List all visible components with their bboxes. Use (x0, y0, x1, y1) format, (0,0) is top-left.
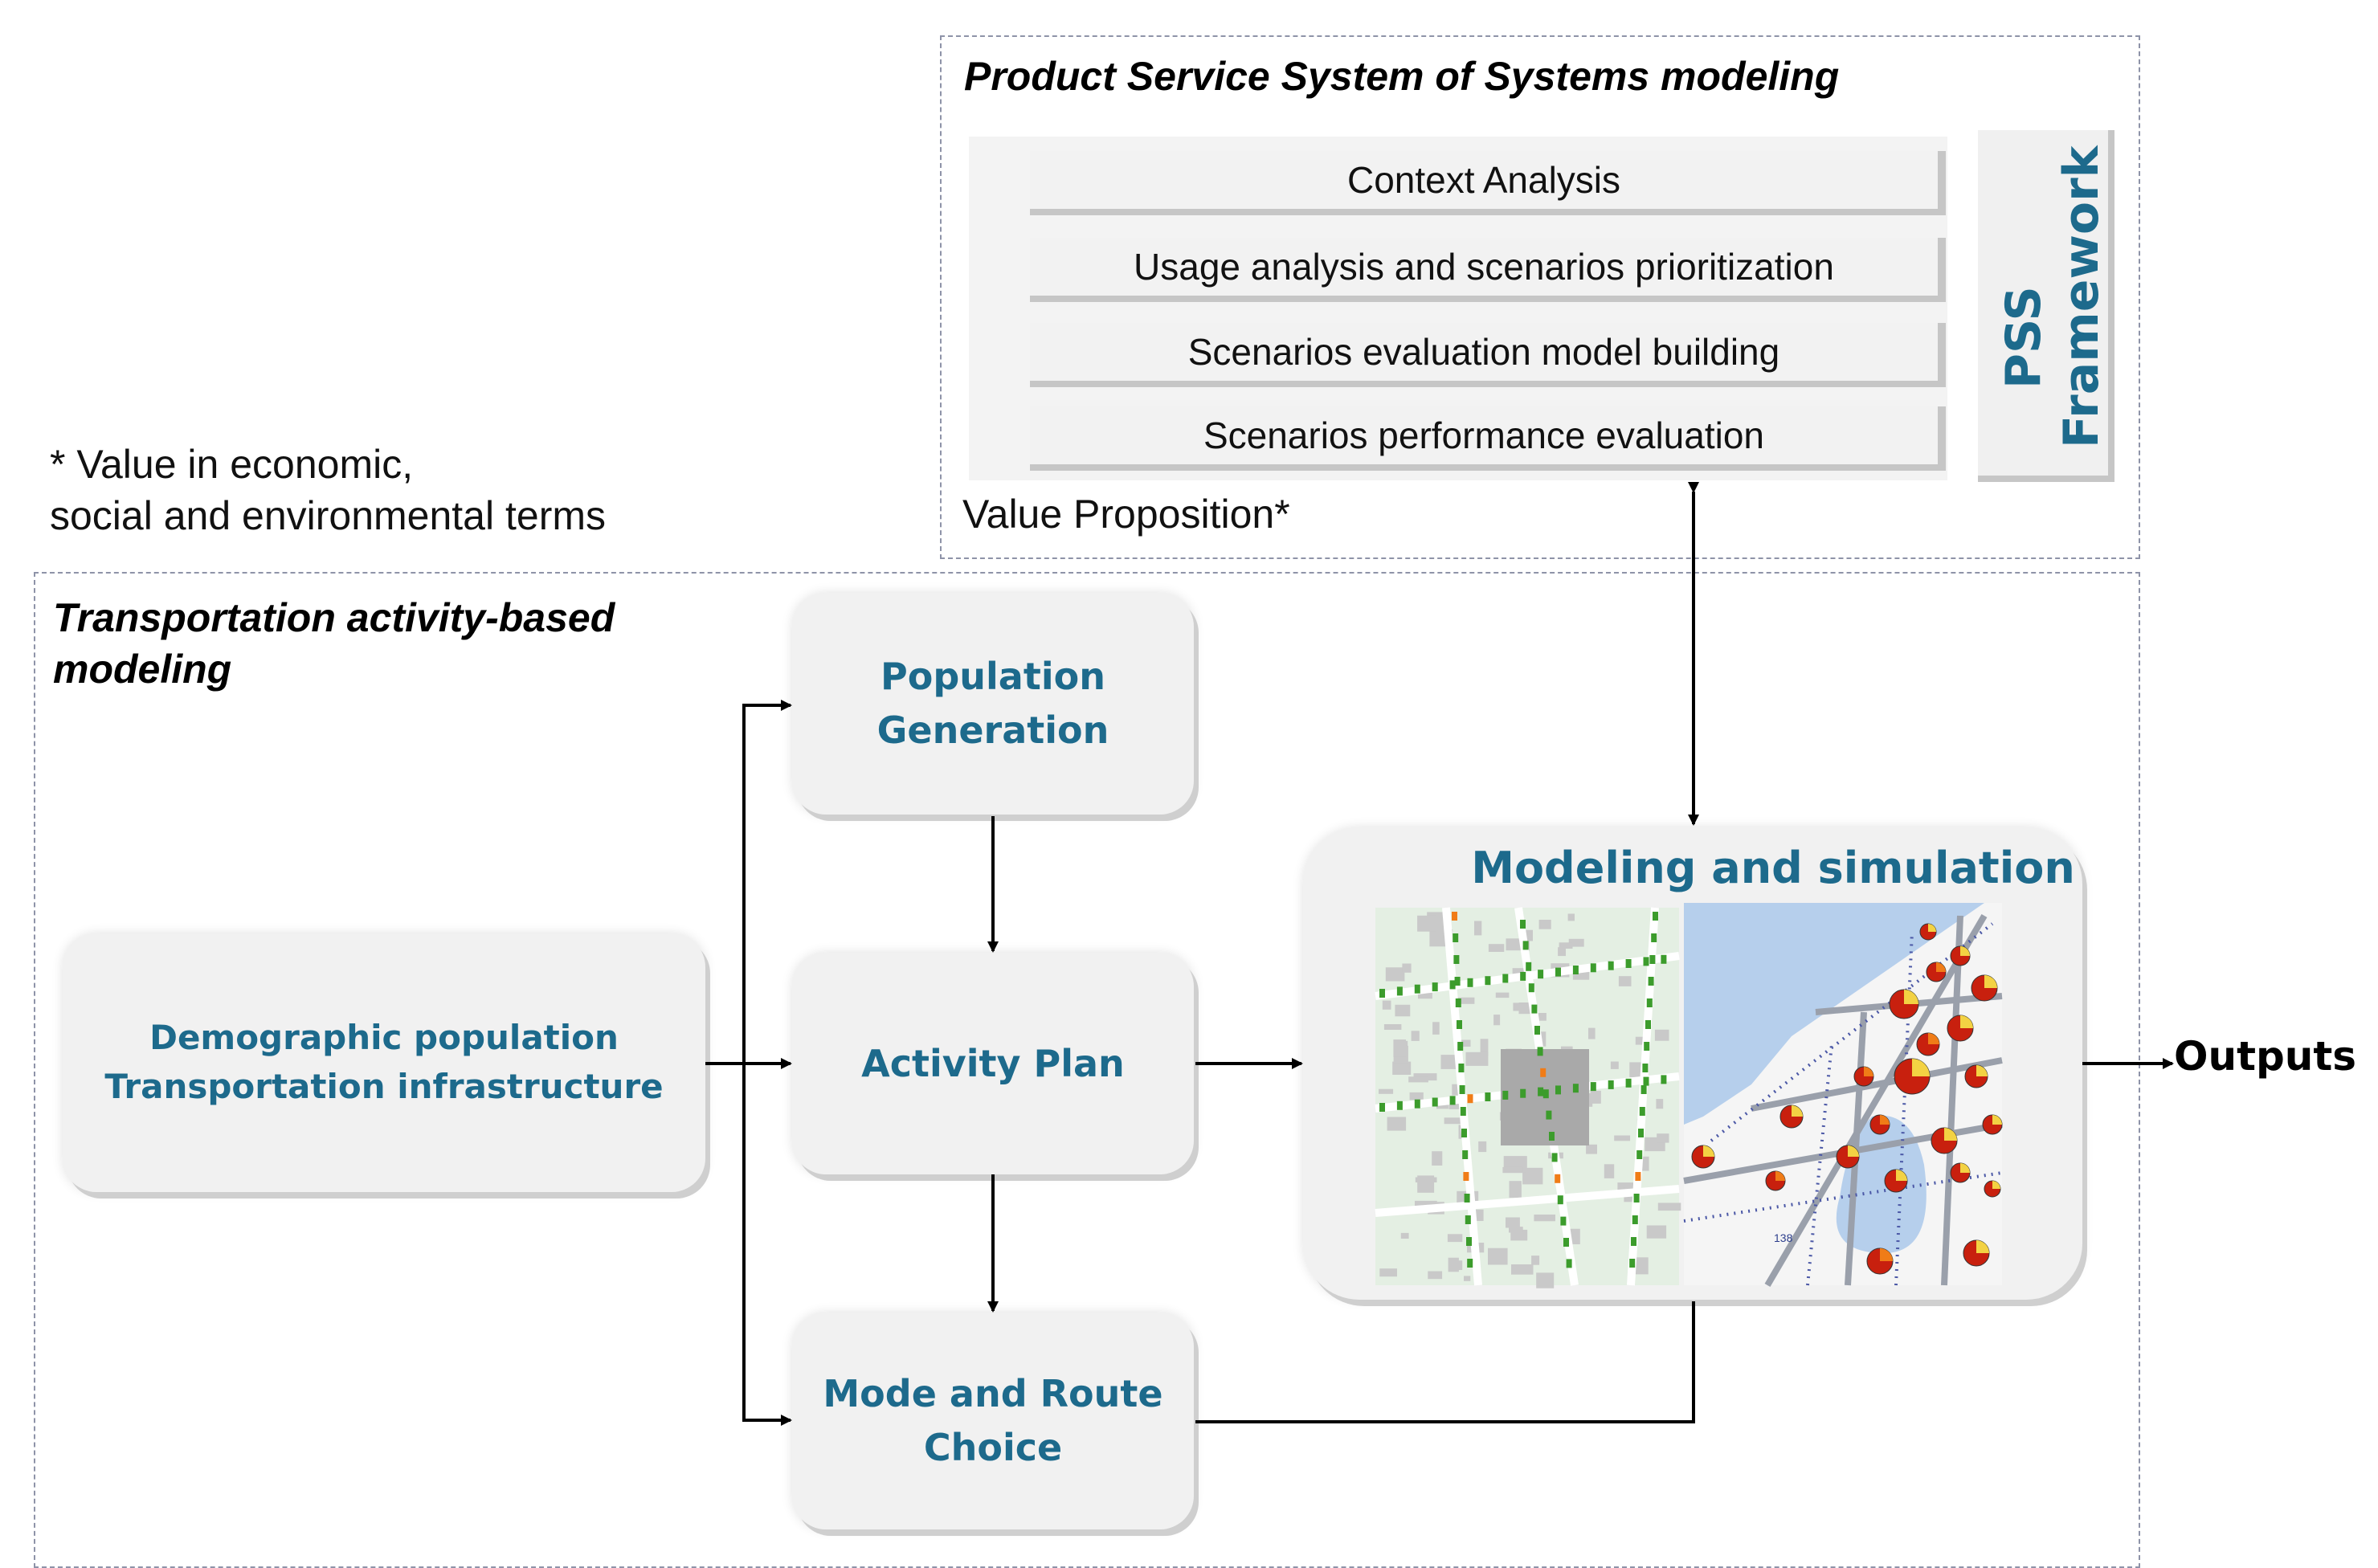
modeling-simulation-title: Modeling and simulation (1471, 843, 2075, 893)
population-line-2: Generation (876, 708, 1109, 752)
pss-layer-context-analysis: Context Analysis (1030, 151, 1946, 215)
inputs-line-2: Transportation infrastructure (104, 1067, 664, 1106)
pss-layer-usage-analysis: Usage analysis and scenarios prioritizat… (1030, 238, 1946, 302)
inputs-line-1: Demographic population (149, 1018, 619, 1058)
pss-framework-block: PSS Framework (1978, 130, 2114, 482)
mode-line-2: Choice (923, 1426, 1063, 1469)
activity-plan-label: Activity Plan (861, 1041, 1125, 1085)
tabm-panel-title-line-2: modeling (53, 647, 232, 692)
pss-panel (940, 35, 2140, 559)
value-proposition-label: Value Proposition* (962, 492, 1290, 537)
mode-line-1: Mode and Route (823, 1372, 1163, 1416)
pss-layer-model-building: Scenarios evaluation model building (1030, 323, 1946, 387)
pss-panel-title: Product Service System of Systems modeli… (964, 54, 1840, 99)
outputs-label: Outputs (2174, 1033, 2357, 1080)
population-line-1: Population (881, 655, 1105, 699)
activity-plan-node: Activity Plan (792, 953, 1194, 1174)
tabm-panel-title-line-1: Transportation activity-based (53, 595, 615, 640)
pss-layer-performance-evaluation: Scenarios performance evaluation (1030, 406, 1946, 471)
line-mode-to-simulation (1195, 1301, 1695, 1423)
footnote-line-1: * Value in economic, (50, 442, 414, 487)
footnote-line-2: social and environmental terms (50, 493, 606, 538)
